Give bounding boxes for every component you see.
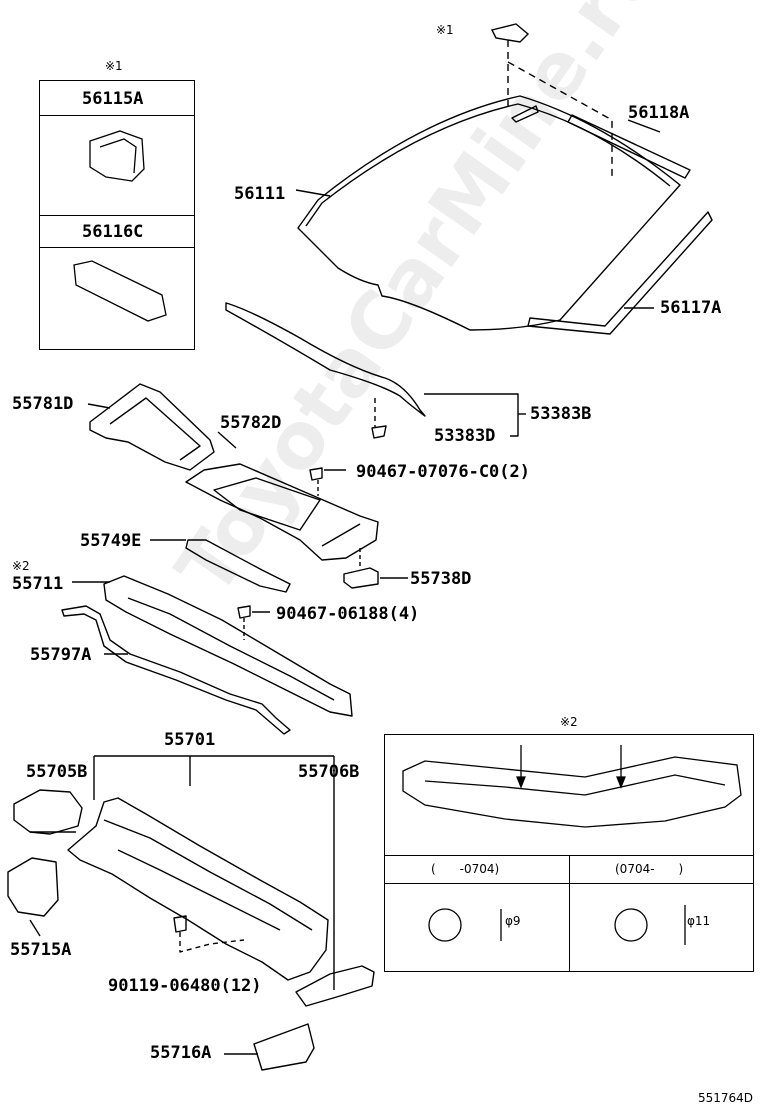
label-53383d: 53383D xyxy=(434,426,496,446)
label-55797a: 55797A xyxy=(30,645,92,665)
box2-drawing xyxy=(402,745,742,945)
col-left-range: ( -0704) xyxy=(431,862,500,876)
label-56118a: 56118A xyxy=(628,103,690,123)
label-90467-06188: 90467-06188(4) xyxy=(276,604,420,624)
windshield-glass-inner xyxy=(305,103,671,227)
label-56111: 56111 xyxy=(234,184,286,204)
label-55705b: 55705B xyxy=(26,762,88,782)
box2-header: ※2 xyxy=(560,715,578,729)
label-55782d: 55782D xyxy=(220,413,282,433)
label-55716a: 55716A xyxy=(150,1043,212,1063)
part-56115a-label: 56115A xyxy=(82,89,144,109)
panel-55711 xyxy=(103,575,353,717)
bracket-55716a xyxy=(253,1023,315,1071)
dia-left: φ9 xyxy=(505,914,521,928)
diagram-id: 551764D xyxy=(698,1091,754,1105)
reference-box-2: ( -0704) (0704- ) φ9 φ11 xyxy=(384,734,754,972)
hole-right xyxy=(614,908,648,942)
part-56116c-label: 56116C xyxy=(82,222,144,242)
cowl-55701 xyxy=(67,797,329,981)
molding-56117a xyxy=(527,211,713,335)
windshield-glass xyxy=(297,95,681,331)
clip-56115a xyxy=(89,130,145,182)
label-56117a: 56117A xyxy=(660,298,722,318)
hole-left xyxy=(428,908,462,942)
dia-right: φ11 xyxy=(687,914,711,928)
label-90467-07076: 90467-07076-C0(2) xyxy=(356,462,530,482)
seal-55797a xyxy=(61,605,291,735)
cowl-55781d xyxy=(89,383,215,471)
box1-parts xyxy=(73,130,167,322)
reference-box-1: 56115A 56116C xyxy=(39,80,195,350)
label-55738d: 55738D xyxy=(410,569,472,589)
bracket-55715a xyxy=(7,857,59,917)
label-55749e: 55749E xyxy=(80,531,142,551)
label-55706b: 55706B xyxy=(298,762,360,782)
label-90119-06480: 90119-06480(12) xyxy=(108,976,262,996)
weatherstrip-53383b xyxy=(225,302,426,417)
spacer-56116c xyxy=(73,260,167,322)
label-55715a: 55715A xyxy=(10,940,72,960)
cowl-detail xyxy=(402,756,742,828)
label-55711: 55711 xyxy=(12,574,64,594)
ref-mark-2: ※2 xyxy=(12,559,30,573)
molding-56118a xyxy=(567,114,691,179)
col-right-range: (0704- ) xyxy=(615,862,684,876)
bracket-55705b xyxy=(13,789,83,835)
bracket-55706b xyxy=(295,965,375,1007)
ref-mark-1: ※1 xyxy=(436,23,454,37)
label-55701: 55701 xyxy=(164,730,216,750)
cowl-55782d xyxy=(185,463,379,561)
label-55781d: 55781D xyxy=(12,394,74,414)
bracket-55738d xyxy=(343,567,379,589)
label-53383b: 53383B xyxy=(530,404,592,424)
box1-header: ※1 xyxy=(105,59,123,73)
panel-55749e xyxy=(185,539,291,593)
